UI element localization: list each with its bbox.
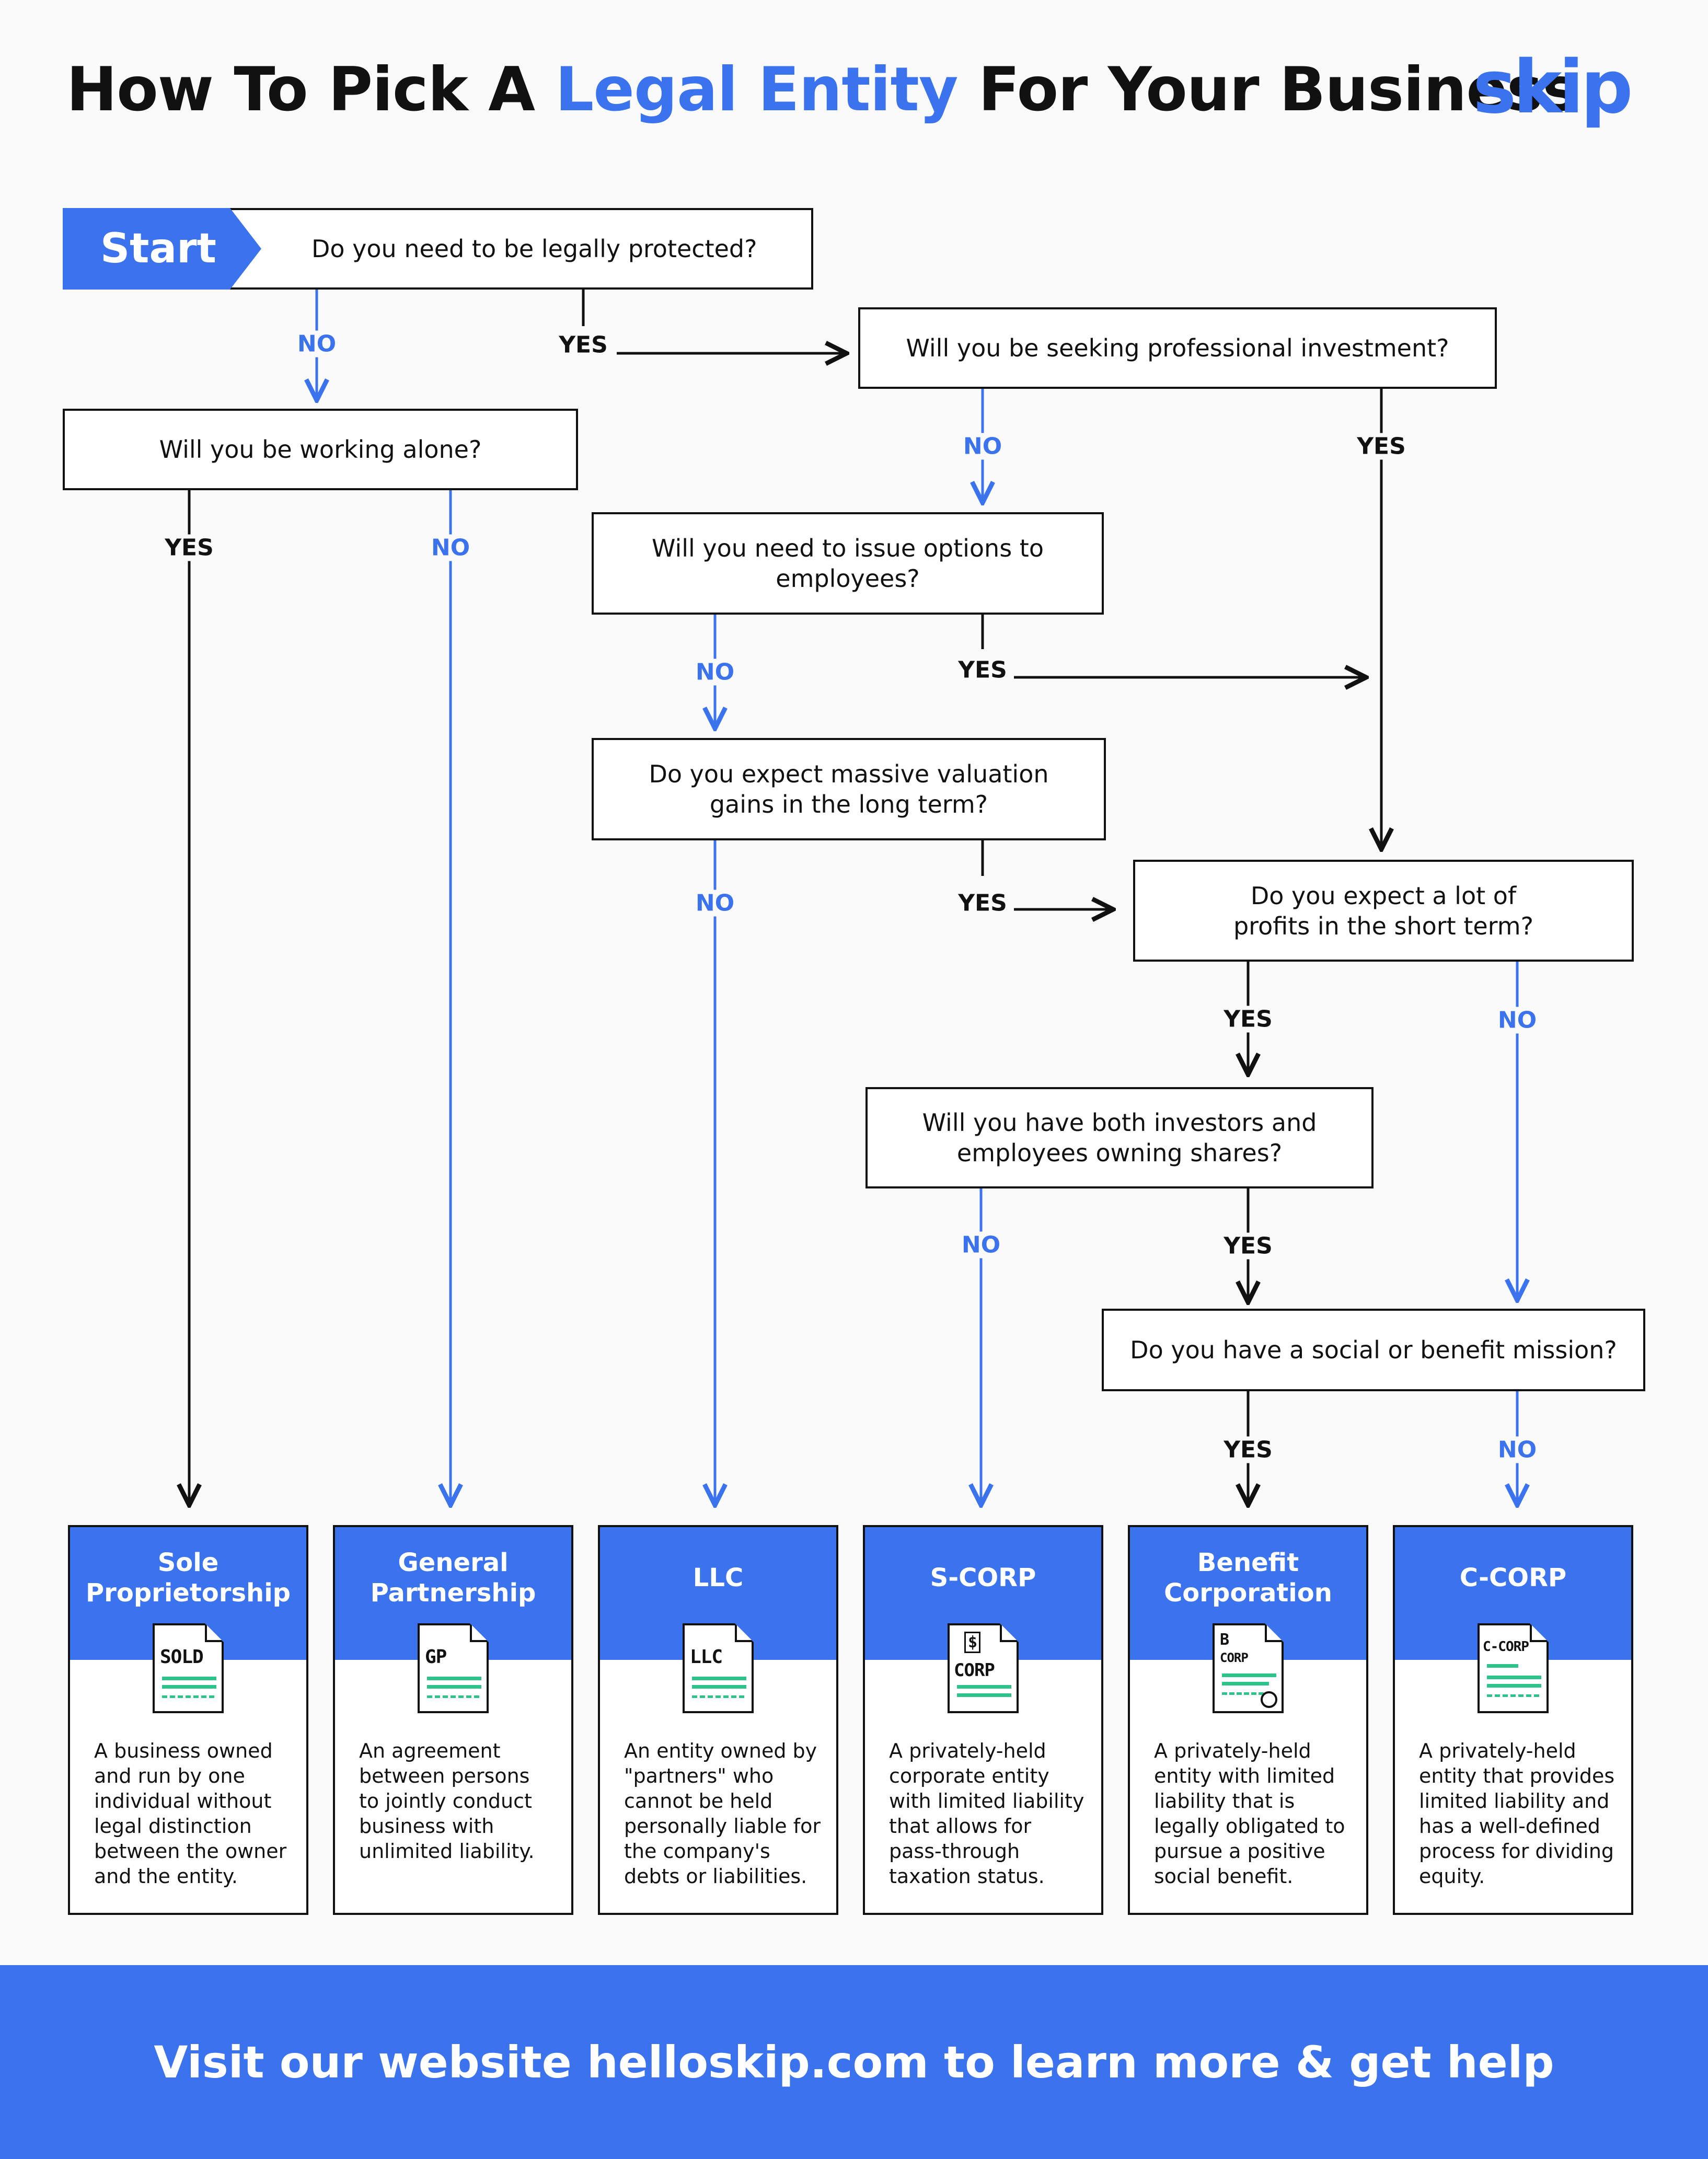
outcome-card-c-corp[interactable]: C-CORP C-CORP A privately-held entity th… <box>1393 1525 1633 1915</box>
question-short-term-profits: Do you expect a lot of profits in the sh… <box>1133 860 1634 962</box>
question-text: Do you expect a lot of profits in the sh… <box>1233 881 1533 940</box>
footer-banner[interactable]: Visit our website helloskip.com to learn… <box>0 1965 1708 2159</box>
title-highlight: Legal Entity <box>555 54 958 125</box>
card-description: An agreement between persons to jointly … <box>359 1739 535 1863</box>
question-social-mission: Do you have a social or benefit mission? <box>1102 1309 1645 1391</box>
outcome-card-general-partnership[interactable]: General Partnership GP An agreement betw… <box>333 1525 573 1915</box>
label-yes: YES <box>955 656 1010 684</box>
question-text: Do you need to be legally protected? <box>311 235 757 263</box>
footer-text[interactable]: Visit our website helloskip.com to learn… <box>154 2036 1554 2088</box>
outcome-card-llc[interactable]: LLC LLC An entity owned by "partners" wh… <box>598 1525 838 1915</box>
card-description: A privately-held corporate entity with l… <box>889 1739 1084 1888</box>
question-working-alone: Will you be working alone? <box>63 409 578 490</box>
label-no: NO <box>1494 1007 1540 1034</box>
c-corp-document-icon: C-CORP <box>1478 1623 1549 1713</box>
label-no: NO <box>294 330 340 357</box>
card-description: An entity owned by "partners" who cannot… <box>624 1739 821 1888</box>
card-description: A business owned and run by one individu… <box>94 1739 287 1888</box>
label-no: NO <box>1494 1436 1540 1463</box>
question-text: Will you have both investors and employe… <box>922 1109 1317 1167</box>
question-employee-options: Will you need to issue options to employ… <box>592 512 1104 615</box>
sold-document-icon: SOLD <box>153 1623 224 1713</box>
question-text: Will you be seeking professional investm… <box>906 334 1449 362</box>
question-text: Do you have a social or benefit mission? <box>1130 1336 1617 1364</box>
card-description: A privately-held entity that provides li… <box>1419 1739 1615 1888</box>
question-text: Will you be working alone? <box>159 435 482 464</box>
page-title: How To Pick A Legal Entity For Your Busi… <box>66 54 1578 125</box>
gp-document-icon: GP <box>418 1623 489 1713</box>
question-text: Will you need to issue options to employ… <box>652 534 1044 593</box>
start-label: Start <box>100 225 216 272</box>
flowchart: Do you need to be legally protected? Sta… <box>63 208 1645 1915</box>
title-part: For Your Business <box>957 54 1578 125</box>
start-marker: Start <box>63 208 261 290</box>
question-professional-investment: Will you be seeking professional investm… <box>858 307 1497 389</box>
label-yes: YES <box>556 331 611 359</box>
card-description: A privately-held entity with limited lia… <box>1154 1739 1345 1888</box>
llc-document-icon: LLC <box>683 1623 754 1713</box>
label-yes: YES <box>161 534 217 561</box>
label-yes: YES <box>1354 433 1409 460</box>
outcome-card-sole-proprietorship[interactable]: Sole Proprietorship SOLD A business owne… <box>68 1525 308 1915</box>
label-no: NO <box>692 659 738 686</box>
label-no: NO <box>428 534 474 561</box>
label-no: NO <box>958 1231 1004 1259</box>
s-corp-document-icon: $CORP <box>948 1623 1019 1713</box>
question-investors-employees-shares: Will you have both investors and employe… <box>865 1087 1374 1188</box>
question-valuation-gains: Do you expect massive valuation gains in… <box>592 738 1106 840</box>
skip-logo[interactable]: skip <box>1473 45 1633 130</box>
label-yes: YES <box>1220 1006 1276 1033</box>
outcome-card-s-corp[interactable]: S-CORP $CORP A privately-held corporate … <box>863 1525 1103 1915</box>
label-no: NO <box>692 890 738 917</box>
question-text: Do you expect massive valuation gains in… <box>649 760 1049 818</box>
label-no: NO <box>960 433 1006 460</box>
label-yes: YES <box>955 890 1010 917</box>
label-yes: YES <box>1220 1232 1276 1260</box>
title-part: How To Pick A <box>66 54 556 125</box>
label-yes: YES <box>1220 1436 1276 1463</box>
